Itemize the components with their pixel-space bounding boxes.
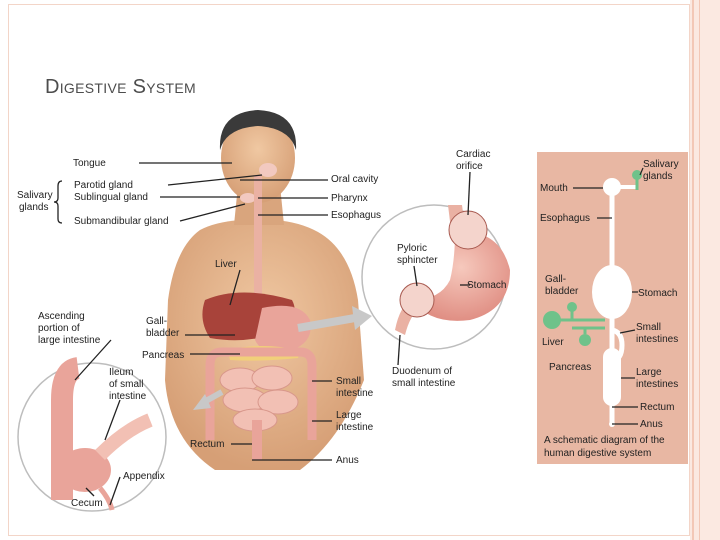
label-large-intestine-line2: intestine (336, 422, 374, 433)
label-ileum-line3: intestine (109, 391, 147, 402)
small-intestine-organ (219, 365, 299, 432)
schematic-gallbladder (567, 302, 577, 312)
schematic-label-esophagus: Esophagus (540, 213, 590, 224)
label-ascending-line2: portion of (38, 323, 80, 334)
label-esophagus: Esophagus (331, 210, 381, 221)
schematic-label-salivary-line2: glands (643, 171, 672, 182)
schematic-panel: Salivary glands Mouth Esophagus Gall- bl… (537, 152, 688, 464)
stomach-inset (361, 204, 510, 350)
stomach-organ (255, 305, 311, 353)
label-gallbladder-line1: Gall- (146, 316, 167, 327)
zoom-arrow-intestine-head (193, 394, 211, 410)
schematic-label-mouth: Mouth (540, 183, 568, 194)
schematic-label-salivary-line1: Salivary (643, 159, 679, 170)
schematic-label-anus: Anus (640, 419, 663, 430)
label-ascending-line1: Ascending (38, 311, 85, 322)
hair (219, 110, 297, 150)
schematic-label-gallbladder-line2: bladder (545, 286, 579, 297)
label-submandibular: Submandibular gland (74, 216, 169, 227)
schematic-caption-line2: human digestive system (544, 448, 651, 459)
label-pyloric-line2: sphincter (397, 255, 438, 266)
slide-title: Digestive System (45, 76, 196, 98)
slide-right-rule-thin (699, 0, 700, 540)
schematic-label-stomach: Stomach (638, 288, 677, 299)
label-anus: Anus (336, 455, 359, 466)
label-appendix: Appendix (123, 471, 165, 482)
label-rectum: Rectum (190, 439, 224, 450)
label-cecum: Cecum (71, 498, 103, 509)
cardiac-orifice-zoom (448, 210, 488, 250)
schematic-label-large-line2: intestines (636, 379, 678, 390)
label-liver: Liver (215, 259, 237, 270)
label-ileum-line2: of small (109, 379, 143, 390)
label-parotid: Parotid gland (74, 180, 133, 191)
rectum-organ (252, 420, 262, 460)
label-oral-cavity: Oral cavity (331, 174, 378, 185)
schematic-label-pancreas: Pancreas (549, 362, 591, 373)
intestine-inset (17, 357, 167, 512)
schematic-pancreas (579, 334, 591, 346)
slide-right-rule (692, 0, 694, 540)
label-tongue: Tongue (73, 158, 106, 169)
label-duodenum-line1: Duodenum of (392, 366, 452, 377)
large-intestine-organ (205, 347, 317, 440)
label-ileum-line1: Ileum (109, 367, 133, 378)
inset-large-intestine (51, 357, 81, 500)
schematic-stomach (592, 265, 632, 319)
schematic-label-liver: Liver (542, 337, 564, 348)
schematic-mouth (603, 178, 621, 196)
schematic-label-large-line1: Large (636, 367, 662, 378)
label-stomach: Stomach (467, 280, 506, 291)
schematic-label-rectum: Rectum (640, 402, 674, 413)
label-cardiac-line1: Cardiac (456, 149, 490, 160)
zoom-arrow-stomach-head (352, 306, 372, 330)
label-ascending-line3: large intestine (38, 335, 101, 346)
esophagus-tube (254, 175, 262, 310)
label-large-intestine-line1: Large (336, 410, 362, 421)
schematic-label-small-line2: intestines (636, 334, 678, 345)
label-pharynx: Pharynx (331, 193, 368, 204)
label-cardiac-line2: orifice (456, 161, 483, 172)
submandibular-gland (240, 193, 256, 203)
pyloric-sphincter-zoom (399, 282, 435, 318)
schematic-liver (543, 311, 561, 329)
label-small-intestine-line2: intestine (336, 388, 374, 399)
label-salivary-line1: Salivary (17, 190, 53, 201)
leader-lines (74, 162, 471, 506)
slide-right-border (690, 0, 720, 540)
human-figure (165, 110, 364, 470)
schematic-label-gallbladder-line1: Gall- (545, 274, 566, 285)
inset-ileum (95, 413, 153, 460)
slide-frame (8, 4, 690, 536)
inset-appendix (98, 486, 115, 511)
label-gallbladder-line2: bladder (146, 328, 180, 339)
label-small-intestine-line1: Small (336, 376, 361, 387)
label-pancreas: Pancreas (142, 350, 184, 361)
label-duodenum-line2: small intestine (392, 378, 456, 389)
schematic-large-intestines (603, 348, 621, 406)
schematic-label-small-line1: Small (636, 322, 661, 333)
parotid-gland (259, 163, 277, 177)
salivary-brace (53, 180, 63, 224)
label-pyloric-line1: Pyloric (397, 243, 427, 254)
schematic-caption-line1: A schematic diagram of the (544, 435, 665, 446)
label-sublingual: Sublingual gland (74, 192, 148, 203)
inset-stomach (412, 231, 510, 321)
inset-cecum (59, 448, 111, 492)
label-salivary-line2: glands (19, 202, 48, 213)
schematic-salivary-glands (632, 170, 642, 180)
zoom-arrow-stomach (297, 314, 356, 332)
